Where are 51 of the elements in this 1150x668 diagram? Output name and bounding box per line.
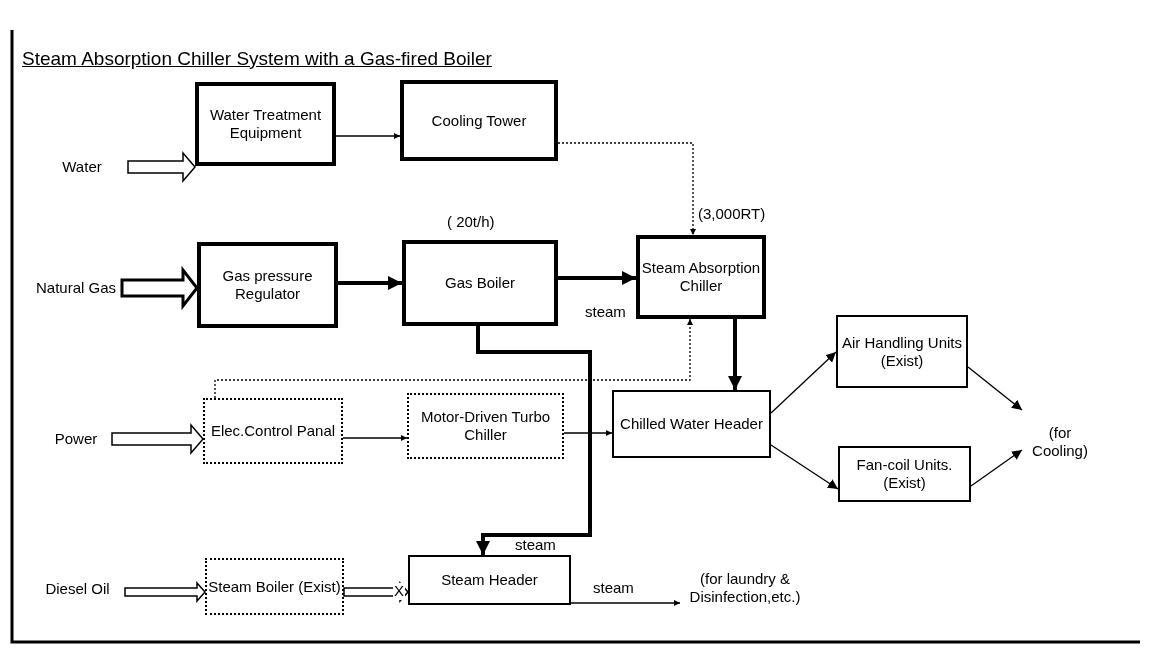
arrow — [335, 133, 401, 139]
arrow — [338, 276, 402, 290]
input-label: (for Cooling) — [1022, 410, 1098, 474]
process-box — [408, 555, 571, 605]
arrow — [570, 600, 681, 606]
box-label: Fan-coil Units.(Exist) — [855, 456, 954, 492]
box-label: Water Treatment Equipment — [208, 106, 323, 142]
box-label: Motor-Driven Turbo Chiller — [419, 408, 552, 444]
arrow — [563, 430, 613, 436]
process-box — [197, 242, 338, 328]
diagram-title: Steam Absorption Chiller System with a Gas-fired Boiler — [22, 48, 492, 70]
box-label: Cooling Tower — [431, 111, 527, 130]
hollow-block-arrow — [120, 265, 199, 311]
arrow — [558, 271, 636, 285]
existing-equipment-box — [407, 393, 564, 459]
box-label: Elec.Control Panal — [210, 422, 336, 440]
arrow — [728, 319, 742, 390]
capacity-note: ( 20t/h) — [447, 213, 495, 230]
process-box — [636, 235, 766, 319]
box-label: Steam Absorption Chiller — [640, 259, 762, 295]
input-label: (for laundry & Disinfection,etc.) — [680, 562, 810, 614]
arrow — [770, 444, 839, 490]
box-label: Gas Boiler — [445, 274, 515, 292]
arrow — [476, 326, 592, 555]
dotted-arrow — [214, 318, 693, 399]
hollow-block-arrow — [111, 422, 204, 456]
process-box — [838, 446, 971, 502]
process-box — [402, 240, 558, 326]
arrow — [770, 351, 837, 414]
box-label: Steam Header — [441, 571, 538, 589]
box-label: Steam Boiler (Exist) — [208, 577, 341, 596]
input-label: Diesel Oil — [30, 574, 125, 604]
arrow — [342, 435, 408, 441]
input-label: Water — [36, 152, 128, 182]
input-label: Power — [40, 424, 112, 454]
existing-equipment-box — [205, 558, 344, 615]
process-box — [836, 315, 968, 388]
box-label: Chilled Water Header — [620, 415, 763, 433]
arrow — [967, 366, 1023, 411]
hollow-block-arrow — [124, 581, 206, 603]
capacity-note: (3,000RT) — [698, 205, 766, 222]
box-label: Gas pressure Regulator — [221, 267, 314, 303]
process-box — [612, 390, 771, 458]
input-label: Natural Gas — [30, 262, 122, 314]
box-label: Air Handling Units (Exist) — [840, 333, 964, 370]
process-box — [195, 82, 336, 166]
hollow-block-arrow — [127, 150, 196, 184]
existing-equipment-box — [203, 398, 343, 464]
edge-label: X — [393, 583, 405, 600]
arrow — [970, 449, 1023, 487]
process-box — [400, 80, 558, 161]
